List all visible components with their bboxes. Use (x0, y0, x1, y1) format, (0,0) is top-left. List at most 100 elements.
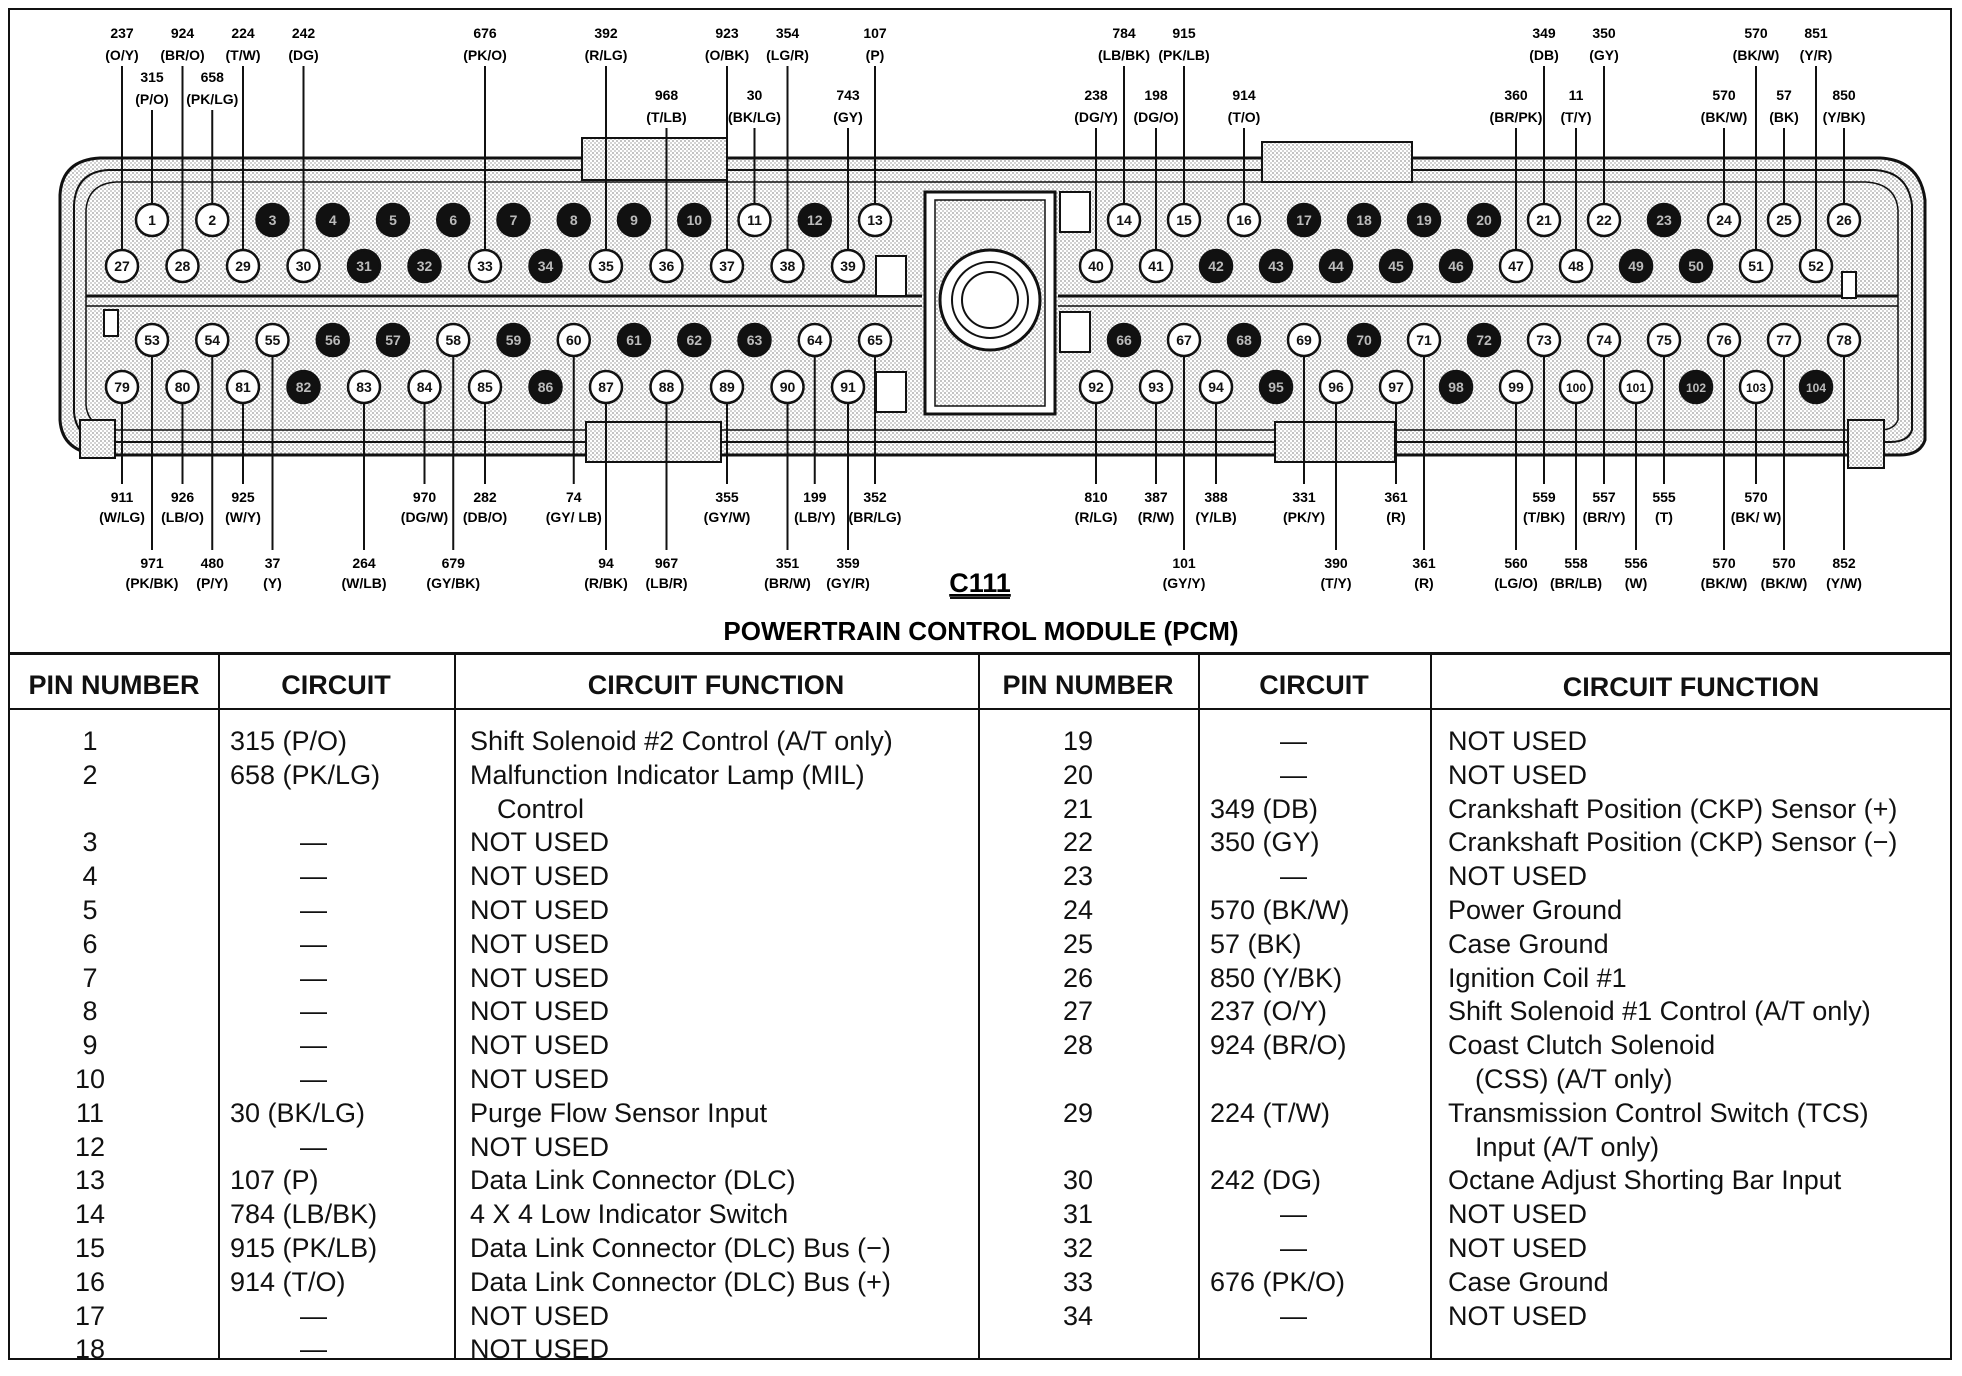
wire-label-65: 352(BR/LG) (849, 489, 902, 525)
svg-text:78: 78 (1836, 332, 1852, 348)
svg-text:27: 27 (114, 258, 130, 274)
left-row-function: Data Link Connector (DLC) Bus (+) (470, 1266, 891, 1297)
right-row-circuit: — (1280, 1300, 1307, 1331)
right-row-circuit: 242 (DG) (1210, 1165, 1322, 1196)
svg-text:49: 49 (1628, 258, 1644, 274)
left-row-circuit: 658 (PK/LG) (230, 759, 381, 790)
left-row-circuit: — (300, 861, 327, 892)
svg-text:(BK/W): (BK/W) (1701, 109, 1748, 125)
svg-text:925: 925 (231, 489, 255, 505)
svg-text:(DG): (DG) (288, 47, 318, 63)
right-row-function: Transmission Control Switch (TCS) (1448, 1097, 1869, 1128)
svg-text:19: 19 (1416, 212, 1432, 228)
pin-1: 1 (134, 202, 170, 238)
svg-text:(BK/W): (BK/W) (1733, 47, 1780, 63)
wire-label-75: 555(T) (1652, 489, 1676, 525)
svg-text:(BR/LB): (BR/LB) (1550, 575, 1602, 591)
svg-text:(LB/O): (LB/O) (161, 509, 204, 525)
wire-label-84: 970(DG/W) (401, 489, 448, 525)
svg-text:70: 70 (1356, 332, 1372, 348)
svg-text:87: 87 (598, 379, 614, 395)
pin-78: 78 (1826, 322, 1862, 358)
svg-text:361: 361 (1384, 489, 1408, 505)
pin-98: 98 (1438, 369, 1474, 405)
left-row-pin-18: 18 (74, 1334, 106, 1365)
wire-label-27: 237(O/Y) (105, 25, 138, 63)
wire-label-73: 559(T/BK) (1523, 489, 1565, 525)
svg-text:556: 556 (1624, 555, 1648, 571)
svg-text:58: 58 (445, 332, 461, 348)
svg-text:16: 16 (1236, 212, 1252, 228)
wire-label-97: 361(R) (1384, 489, 1408, 525)
svg-text:85: 85 (477, 379, 493, 395)
left-row-function: NOT USED (470, 861, 610, 892)
svg-text:(Y/W): (Y/W) (1826, 575, 1862, 591)
svg-text:20: 20 (1476, 212, 1492, 228)
wire-label-54: 480(P/Y) (196, 555, 228, 591)
svg-text:32: 32 (417, 258, 433, 274)
svg-text:560: 560 (1504, 555, 1528, 571)
wire-label-2: 658(PK/LG) (186, 69, 238, 107)
wire-label-80: 926(LB/O) (161, 489, 204, 525)
svg-text:42: 42 (1208, 258, 1224, 274)
svg-text:(LB/BK): (LB/BK) (1098, 47, 1150, 63)
svg-text:(BR/O): (BR/O) (160, 47, 204, 63)
svg-text:(GY/R): (GY/R) (826, 575, 870, 591)
left-row-circuit: 914 (T/O) (230, 1266, 346, 1297)
svg-text:282: 282 (473, 489, 497, 505)
right-row-circuit: — (1280, 861, 1307, 892)
svg-text:242: 242 (292, 25, 316, 41)
svg-text:41: 41 (1148, 258, 1164, 274)
svg-text:(O/BK): (O/BK) (705, 47, 749, 63)
pin-93: 93 (1138, 369, 1174, 405)
pin-69: 69 (1286, 322, 1322, 358)
pin-4: 4 (315, 202, 350, 238)
svg-text:40: 40 (1088, 258, 1104, 274)
svg-text:(T/LB): (T/LB) (646, 109, 686, 125)
wire-label-93: 387(R/W) (1138, 489, 1175, 525)
header-function-right: CIRCUIT FUNCTION (1562, 672, 1820, 702)
svg-text:852: 852 (1832, 555, 1856, 571)
svg-text:43: 43 (1268, 258, 1284, 274)
svg-text:(LB/R): (LB/R) (646, 575, 688, 591)
svg-text:810: 810 (1084, 489, 1108, 505)
pin-71: 71 (1406, 322, 1442, 358)
svg-text:(BK/W): (BK/W) (1701, 575, 1748, 591)
svg-text:56: 56 (325, 332, 341, 348)
svg-text:354: 354 (776, 25, 800, 41)
pin-16: 16 (1226, 202, 1262, 238)
wire-label-22: 350(GY) (1589, 25, 1619, 63)
svg-text:390: 390 (1324, 555, 1348, 571)
svg-text:967: 967 (655, 555, 679, 571)
svg-text:93: 93 (1148, 379, 1164, 395)
svg-text:355: 355 (715, 489, 739, 505)
left-row-circuit: — (300, 996, 327, 1027)
pin-26: 26 (1826, 202, 1862, 238)
svg-text:91: 91 (840, 379, 856, 395)
header-circuit-left: CIRCUIT (281, 670, 391, 700)
svg-text:65: 65 (867, 332, 883, 348)
pin-55: 55 (255, 322, 290, 358)
svg-text:(T): (T) (1655, 509, 1673, 525)
right-row-function: NOT USED (1448, 1300, 1588, 1331)
svg-text:(BR/PK): (BR/PK) (1490, 109, 1543, 125)
left-row-pin-1: 1 (82, 726, 98, 756)
right-row-pin-32: 32 (1062, 1233, 1094, 1263)
pin-60: 60 (556, 322, 591, 358)
svg-text:98: 98 (1448, 379, 1464, 395)
pin-3: 3 (255, 202, 290, 238)
pin-22: 22 (1586, 202, 1622, 238)
left-row-function: Shift Solenoid #2 Control (A/T only) (470, 726, 893, 756)
col-divider (978, 652, 980, 1358)
pin-38: 38 (770, 248, 805, 284)
svg-text:349: 349 (1532, 25, 1556, 41)
wire-label-90: 351(BR/W) (764, 555, 811, 591)
left-row-circuit: — (300, 895, 327, 925)
svg-text:387: 387 (1144, 489, 1168, 505)
svg-text:11: 11 (1569, 87, 1584, 103)
left-row-pin-4: 4 (82, 861, 98, 892)
left-row-circuit: 107 (P) (230, 1165, 319, 1196)
svg-text:924: 924 (171, 25, 195, 41)
svg-text:31: 31 (356, 258, 372, 274)
left-row-circuit: — (300, 1131, 327, 1162)
